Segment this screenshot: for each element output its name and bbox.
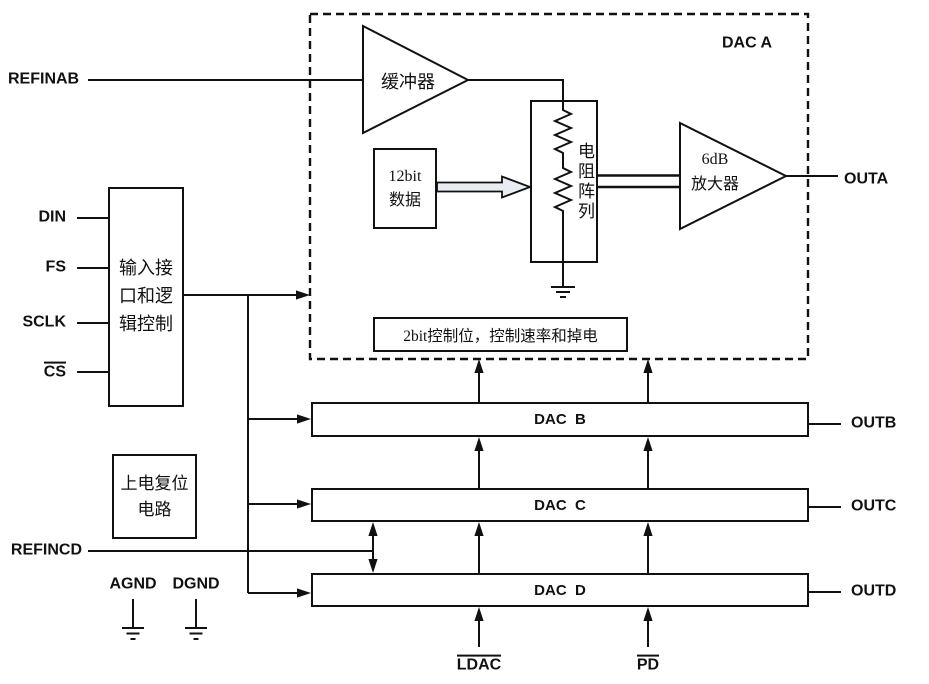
input-logic-label: 输入接口和逻辑控制 xyxy=(119,258,173,334)
resistor-array-label: 电阻阵列 xyxy=(575,141,594,222)
dac-c-label: DAC C xyxy=(534,496,586,514)
pin-label-refincd: REFINCD xyxy=(10,541,82,559)
pin-label-ldac-text: LDAC xyxy=(456,654,502,674)
analog-bus-lines xyxy=(598,174,680,189)
input-pin-stubs xyxy=(77,217,108,373)
data-12bit-line2: 数据 xyxy=(388,191,421,209)
control-bits-block: 2bit控制位，控制速率和掉电 xyxy=(373,317,628,352)
data-12bit-line1: 12bit xyxy=(388,167,422,185)
pin-label-din: DIN xyxy=(38,208,66,226)
pin-label-cs: CS xyxy=(0,361,66,382)
arrowhead-dacb xyxy=(297,414,311,424)
amplifier-name: 放大器 xyxy=(690,175,739,193)
pin-label-sclk: SCLK xyxy=(22,313,66,331)
dac-b-block: DAC B xyxy=(311,402,809,437)
pin-label-agnd: AGND xyxy=(109,575,157,593)
dac-c-block: DAC C xyxy=(311,488,809,522)
resistor-chain xyxy=(552,100,574,287)
amplifier-gain: 6dB xyxy=(701,151,729,168)
arrowhead-down xyxy=(368,559,378,573)
dgnd-ground-symbol xyxy=(185,599,207,640)
arrowhead-up xyxy=(368,522,378,536)
control-bits-label: 2bit控制位，控制速率和掉电 xyxy=(403,327,598,345)
data-12bit-block: 12bit 数据 xyxy=(373,148,437,229)
dac-output-stubs xyxy=(809,423,841,593)
pin-label-cs-text: CS xyxy=(43,361,66,381)
input-logic-block: 输入接口和逻辑控制 xyxy=(108,187,184,407)
refincd-wire xyxy=(88,536,374,559)
buffer-output-wire xyxy=(468,79,564,100)
amplifier-label: 6dB 放大器 xyxy=(676,148,754,198)
logic-branch-wires xyxy=(248,418,298,594)
output-label-outc: OUTC xyxy=(851,497,897,515)
resistor-ground-symbol xyxy=(551,286,575,298)
buffer-triangle xyxy=(362,24,471,135)
output-label-outb: OUTB xyxy=(851,414,897,432)
arrowhead-dacd xyxy=(297,588,311,598)
arrowhead-up xyxy=(474,522,484,536)
power-on-reset-block: 上电复位电路 xyxy=(112,454,197,539)
arrowhead-up xyxy=(643,359,653,373)
output-label-outd: OUTD xyxy=(851,582,897,600)
dac-b-label: DAC B xyxy=(534,411,586,428)
pin-label-refinab: REFINAB xyxy=(8,70,80,88)
arrowhead-up xyxy=(474,359,484,373)
arrowhead-dacc xyxy=(297,499,311,509)
arrowhead-daca xyxy=(296,290,310,300)
arrowhead-up xyxy=(643,607,653,621)
amplifier-triangle xyxy=(679,121,789,231)
pin-label-pd-text: PD xyxy=(636,654,660,674)
arrowhead-up xyxy=(643,437,653,451)
output-label-outa: OUTA xyxy=(844,170,889,188)
pin-label-dgnd: DGND xyxy=(172,575,220,593)
dac-a-label: DAC A xyxy=(722,34,773,52)
arrowhead-up xyxy=(474,437,484,451)
arrowhead-up xyxy=(474,607,484,621)
power-on-reset-label: 上电复位电路 xyxy=(120,474,189,519)
pin-label-fs: FS xyxy=(45,258,66,276)
arrowhead-up xyxy=(643,522,653,536)
pin-label-pd: PD xyxy=(618,654,678,675)
dac-d-label: DAC D xyxy=(534,581,586,599)
agnd-ground-symbol xyxy=(122,599,144,640)
buffer-label: 缓冲器 xyxy=(381,72,435,92)
pin-label-ldac: LDAC xyxy=(444,654,514,675)
dac-a-boundary xyxy=(308,12,810,361)
data-bus-arrow xyxy=(436,175,533,199)
dac-d-block: DAC D xyxy=(311,573,809,607)
